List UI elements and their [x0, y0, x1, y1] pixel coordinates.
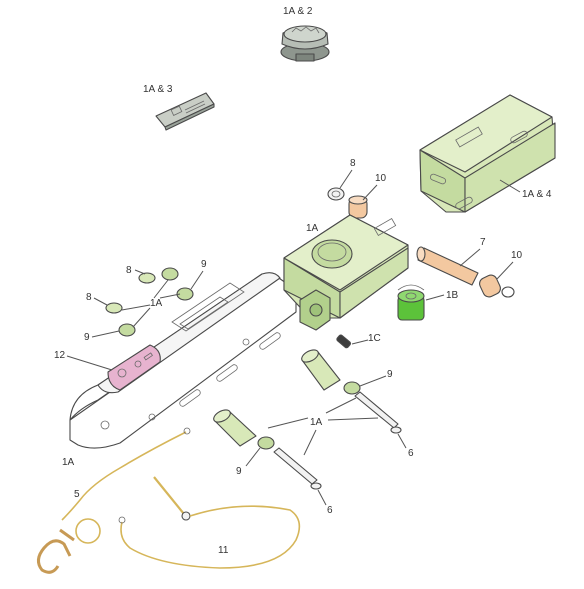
card-icon — [155, 92, 215, 131]
label-1C: 1C — [368, 333, 381, 344]
cap-icon — [280, 25, 330, 62]
bushing-icon — [348, 195, 368, 219]
solenoid-icon — [397, 284, 425, 321]
label-housing: 1A — [306, 223, 319, 234]
label-5: 5 — [74, 489, 80, 500]
label-12: 12 — [54, 350, 66, 361]
washer-icon — [105, 267, 194, 337]
label-1A-small: 1A — [150, 298, 163, 309]
pin-icon — [273, 447, 322, 490]
bracket-icon — [419, 94, 556, 213]
label-9-mid: 9 — [201, 259, 207, 270]
label-9-bottom: 9 — [236, 466, 242, 477]
label-9-left: 9 — [84, 332, 90, 343]
label-8-left: 8 — [86, 292, 92, 303]
bushing-icon — [479, 274, 515, 298]
label-6-bottom: 6 — [327, 505, 333, 516]
label-1A-coupler: 1A — [62, 457, 75, 468]
label-10-right: 10 — [511, 250, 523, 261]
bolt-icon — [336, 334, 352, 349]
label-6-right: 6 — [408, 448, 414, 459]
label-1B: 1B — [446, 290, 459, 301]
bushing-icon — [213, 409, 275, 450]
label-card: 1A & 3 — [143, 84, 173, 95]
pin-icon — [416, 246, 479, 286]
cable-icon — [118, 476, 301, 569]
housing-icon — [283, 214, 409, 331]
bushing-icon — [301, 349, 361, 395]
label-8-top: 8 — [350, 158, 356, 169]
label-bracket: 1A & 4 — [522, 189, 552, 200]
label-9-right: 9 — [387, 369, 393, 380]
label-11: 11 — [218, 545, 229, 556]
pin-icon — [354, 391, 402, 434]
label-cap: 1A & 2 — [283, 6, 313, 17]
washer-icon — [327, 187, 345, 201]
decal-icon — [107, 344, 161, 391]
label-10-top: 10 — [375, 173, 387, 184]
label-7: 7 — [480, 237, 486, 248]
label-8-mid: 8 — [126, 265, 132, 276]
hook-icon — [37, 427, 191, 574]
label-1A-center: 1A — [310, 417, 323, 428]
